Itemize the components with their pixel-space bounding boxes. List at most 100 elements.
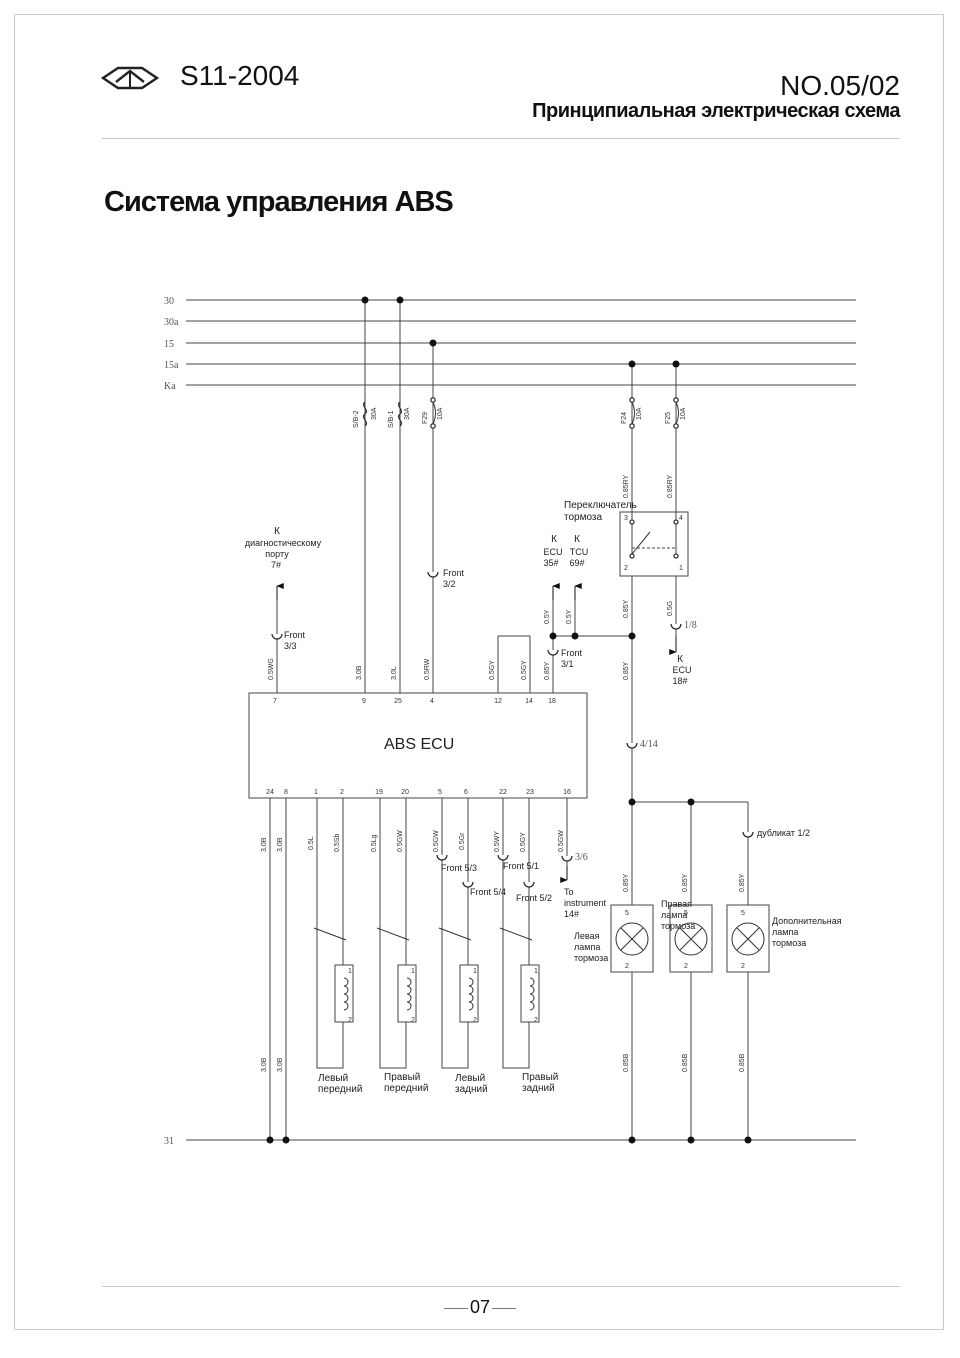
page-number: 07 (0, 1297, 960, 1318)
sensor-label: передний (384, 1083, 428, 1094)
sensor-label: задний (455, 1084, 488, 1095)
ecu-pin: 16 (563, 789, 571, 796)
ecu-pin: 25 (394, 698, 402, 705)
wire-label: 0.5Y (544, 609, 551, 624)
wire-label: 0.5WY (494, 831, 501, 852)
bus-label-30a: 30a (164, 317, 179, 328)
fuse-sb1-name: S/B-1 (388, 410, 395, 428)
connector-label: Front (284, 630, 306, 640)
page-frame (14, 14, 944, 1330)
fuse-f25-rating: 10A (680, 407, 687, 420)
wire-label: 3.0B (261, 837, 268, 852)
lamp-pin: 2 (741, 963, 745, 970)
sensor-label: Правый (522, 1072, 558, 1083)
sensor-box-lr (459, 964, 479, 1023)
document-subtitle: Принципиальная электрическая схема (532, 100, 900, 122)
connector-label: 1/8 (684, 620, 697, 631)
lamp-label: лампа (574, 942, 600, 952)
wire-label: 0.85RY (623, 474, 630, 498)
wire-label: 0.5Y (566, 609, 573, 624)
dest-ecu18-k: К (677, 654, 683, 665)
ecu-pin: 9 (362, 698, 366, 705)
wire-label: 0.5Lg (371, 834, 378, 852)
wire-label: 0.5GW (558, 830, 565, 852)
dest-ecu-pin: 35# (543, 558, 558, 568)
dest-diag-line2: порту (265, 549, 289, 559)
ecu-pin: 4 (430, 698, 434, 705)
wire-label: 0.5Gr (459, 832, 466, 850)
sensor-label: передний (318, 1084, 362, 1095)
wire-label: 0.5GW (397, 830, 404, 852)
connector-label: Front (443, 568, 465, 578)
dest-ecu18-pin: 18# (672, 676, 687, 686)
switch-pin: 1 (679, 565, 683, 572)
dest-tcu-name: TCU (570, 547, 589, 557)
wire-label: 3.0B (277, 1057, 284, 1072)
bus-label-15: 15 (164, 339, 174, 350)
wire-label: 0.5GY (520, 832, 527, 852)
dest-tcu-k: К (574, 534, 580, 545)
wire-label: 0.85B (623, 1053, 630, 1072)
page-number-dash (492, 1307, 517, 1309)
dest-ecu-k: К (551, 534, 557, 545)
lamp-label: лампа (661, 910, 687, 920)
ecu-pin: 6 (464, 789, 468, 796)
sensor-label: задний (522, 1083, 555, 1094)
ecu-pin: 2 (340, 789, 344, 796)
fuse-sb2-name: S/B-2 (353, 410, 360, 428)
wire-label: 0.5G (667, 601, 674, 616)
switch-pin: 4 (679, 515, 683, 522)
sensor-pin: 1 (348, 968, 352, 975)
bus-label-31: 31 (164, 1136, 174, 1147)
connector-label: 3/1 (561, 659, 574, 669)
connector-label: 4/14 (640, 739, 658, 750)
wire-label: 0.5L (308, 836, 315, 850)
fuse-f24-name: F24 (621, 412, 628, 424)
lamp-pin: 5 (684, 910, 688, 917)
lamp-label: тормоза (772, 938, 806, 948)
lamp-label: тормоза (574, 953, 608, 963)
ecu-pin: 8 (284, 789, 288, 796)
connector-label: Front (561, 648, 583, 658)
bus-label-ka: Ka (164, 381, 176, 392)
lamp-label: Левая (574, 931, 600, 941)
lamp-label: лампа (772, 927, 798, 937)
sensor-pin: 2 (534, 1017, 538, 1024)
wire-label: 0.5RW (424, 658, 431, 680)
chery-logo-icon (100, 66, 160, 90)
bus-label-15a: 15a (164, 360, 179, 371)
dest-diag-k: К (274, 526, 280, 537)
sensor-pin: 2 (473, 1017, 477, 1024)
lamp-label: тормоза (661, 921, 695, 931)
wire-label: 3.0L (391, 666, 398, 680)
ecu-pin: 20 (401, 789, 409, 796)
lamp-pin: 5 (625, 910, 629, 917)
wire-label: 0.5GY (521, 660, 528, 680)
switch-pin: 3 (624, 515, 628, 522)
wire-label: 0.85B (682, 1053, 689, 1072)
lamp-label: Правая (661, 899, 692, 909)
ecu-pin: 18 (548, 698, 556, 705)
fuse-f25-name: F25 (665, 412, 672, 424)
fuse-f29-name: F29 (422, 412, 429, 424)
wire-label: 3.0B (277, 837, 284, 852)
connector-label: дубликат 1/2 (757, 828, 810, 838)
ecu-pin: 22 (499, 789, 507, 796)
fuse-sb2-rating: 30A (371, 407, 378, 420)
lamp-label: Дополнительная (772, 916, 842, 926)
wire-label: 0.85Y (682, 873, 689, 892)
wire-label: 0.85Y (623, 661, 630, 680)
ecu-pin: 19 (375, 789, 383, 796)
sensor-box-lf (334, 964, 354, 1023)
sensor-label: Левый (318, 1073, 348, 1084)
page-title: Система управления ABS (104, 186, 454, 218)
ecu-pin: 7 (273, 698, 277, 705)
connector-label: Front 5/2 (516, 893, 552, 903)
wire-label: 0.85Y (739, 873, 746, 892)
wire-label: 3.0B (356, 665, 363, 680)
brake-switch-label: тормоза (564, 512, 603, 523)
wire-label: 0.5Sb (334, 834, 341, 852)
lamp-pin: 2 (684, 963, 688, 970)
connector-label: 3/2 (443, 579, 456, 589)
